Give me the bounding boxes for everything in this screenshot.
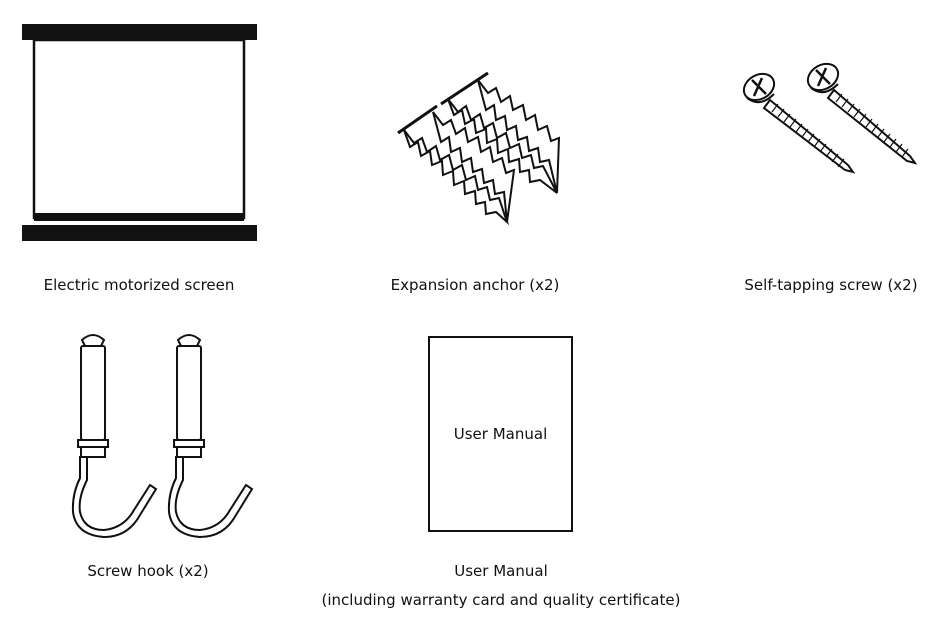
- electric-screen-label: Electric motorized screen: [43, 276, 235, 294]
- user-manual-cover-text: User Manual: [453, 425, 548, 443]
- user-manual-sublabel: (including warranty card and quality cer…: [321, 591, 681, 609]
- user-manual-label: User Manual: [454, 562, 548, 580]
- user-manual-icon: User Manual: [428, 336, 573, 532]
- screw-hook-label: Screw hook (x2): [87, 562, 209, 580]
- expansion-anchor-label: Expansion anchor (x2): [390, 276, 560, 294]
- self-tapping-screw-label: Self-tapping screw (x2): [744, 276, 918, 294]
